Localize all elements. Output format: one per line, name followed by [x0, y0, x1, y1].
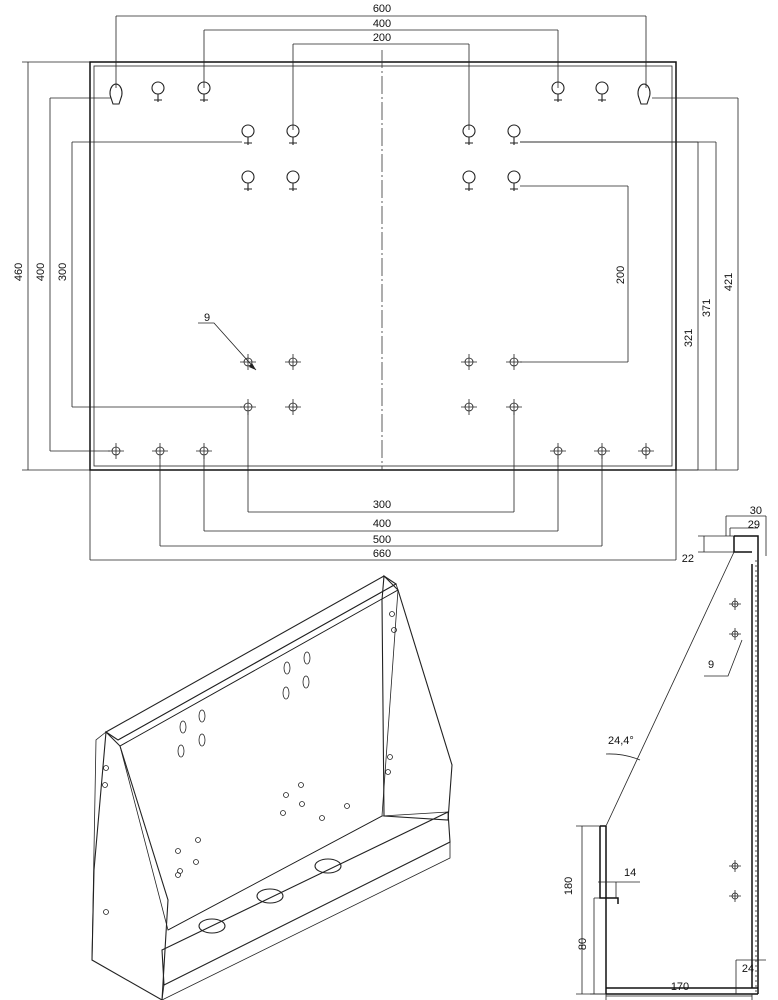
round-hole: [506, 354, 522, 370]
dim-500-bottom: 500: [373, 534, 391, 546]
angle-arc: [605, 753, 641, 761]
dim-300-bottom: 300: [373, 499, 391, 511]
side-front-lip: [599, 825, 619, 994]
angle-label: 24,4°: [608, 735, 634, 747]
dim-30: 30: [750, 505, 762, 517]
bottom-dimension-lines: [89, 412, 677, 561]
dim-22: 22: [682, 553, 694, 565]
dim-421: 421: [723, 273, 735, 291]
dim-400-left: 400: [35, 263, 47, 281]
trough-opening: [256, 888, 284, 904]
front-view: 600 400 200 300 400 500 660 460 400 300: [13, 3, 739, 561]
round-hole: [638, 443, 654, 459]
hole-callout-leader: [198, 322, 257, 371]
dim-80: 80: [577, 938, 589, 950]
round-hole: [285, 399, 301, 415]
keyhole-hole: [241, 170, 255, 191]
side-hole-label: 9: [708, 659, 714, 671]
side-top-lip: [733, 535, 759, 556]
top-rail: [104, 575, 398, 741]
trough-opening: [198, 918, 226, 934]
dim-600: 600: [373, 3, 391, 15]
dim-14: 14: [624, 867, 636, 879]
dim-400-top: 400: [373, 18, 391, 30]
hole-callout-arrow: [249, 363, 256, 370]
keyhole-hole: [551, 81, 565, 102]
dim-460: 460: [13, 263, 25, 281]
dim-200-right: 200: [615, 266, 627, 284]
top-dimension-lines: [115, 15, 647, 130]
keyhole-hole: [595, 81, 609, 102]
dim-371: 371: [701, 299, 713, 317]
back-panel-slots: [102, 611, 397, 915]
side-back-plate: [751, 556, 759, 994]
keyhole-hole: [286, 170, 300, 191]
round-hole: [461, 354, 477, 370]
side-holes: [729, 598, 741, 902]
keyhole-hole: [109, 83, 123, 105]
keyhole-hole: [462, 124, 476, 145]
round-hole: [461, 399, 477, 415]
keyhole-holes: [109, 81, 651, 191]
round-hole: [240, 354, 256, 370]
side-dimension-lines: [576, 515, 767, 1000]
keyhole-hole: [286, 124, 300, 145]
side-view: 30 29 22 9 24,4° 180 80 14 170 24: [563, 505, 767, 1000]
keyhole-hole: [637, 83, 651, 105]
isometric-view: [91, 574, 453, 1000]
dim-24: 24: [742, 963, 754, 975]
dim-321: 321: [683, 329, 695, 347]
keyhole-hole: [507, 170, 521, 191]
plate-inner-outline: [93, 65, 673, 467]
keyhole-hole: [151, 81, 165, 102]
keyhole-hole: [241, 124, 255, 145]
round-hole: [108, 443, 124, 459]
front-trough: [161, 811, 451, 986]
dim-660-bottom: 660: [373, 548, 391, 560]
trough-opening: [314, 858, 342, 874]
right-dimension-lines: [520, 97, 739, 471]
keyhole-hole: [507, 124, 521, 145]
dim-300-left: 300: [57, 263, 69, 281]
keyhole-hole: [462, 170, 476, 191]
left-side-panel: [91, 730, 169, 1000]
hole-callout-label: 9: [204, 312, 210, 324]
side-base: [606, 987, 758, 995]
dim-180: 180: [563, 877, 575, 895]
keyhole-hole: [197, 81, 211, 102]
dim-200-top: 200: [373, 32, 391, 44]
left-dimension-lines: [22, 61, 242, 471]
dim-170: 170: [671, 981, 689, 993]
right-side-panel: [381, 574, 453, 821]
round-hole: [285, 354, 301, 370]
dim-400-bottom: 400: [373, 518, 391, 530]
side-sloped-edge: [605, 551, 735, 827]
plate-outline: [89, 61, 677, 471]
round-holes: [108, 354, 654, 459]
dim-29: 29: [748, 519, 760, 531]
